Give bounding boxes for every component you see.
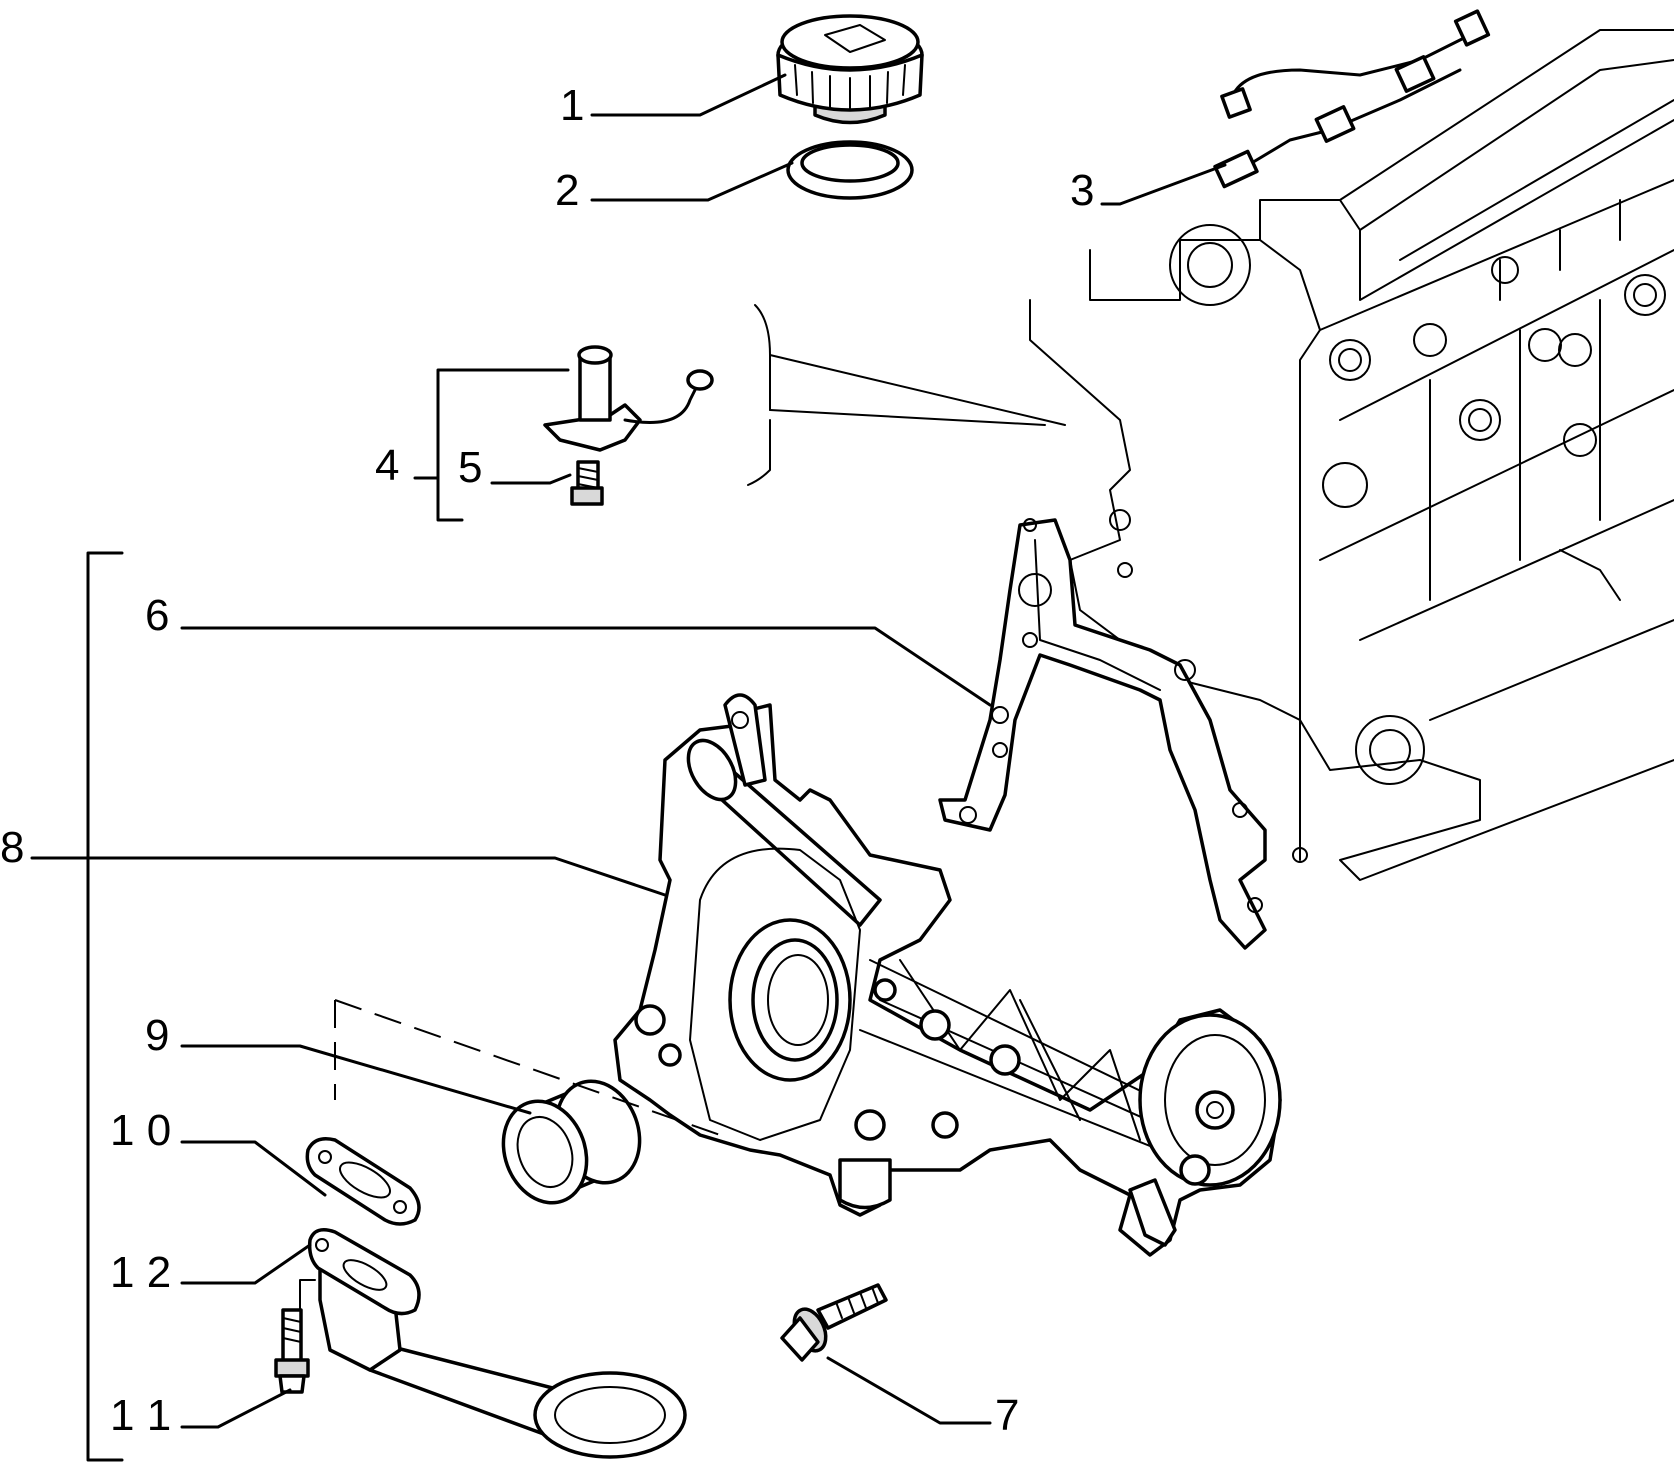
part-7-bolt [780,1283,888,1362]
callout-5: 5 [458,443,482,492]
part-10-pickup-gasket [305,1137,421,1226]
leader-lines [30,73,1227,1429]
part-3-sensor-harness [1213,9,1491,189]
engine-block [1029,29,1674,881]
part-2-seal-ring [786,140,914,200]
part-12-pickup-strainer [307,1228,687,1459]
callout-12: 1 2 [110,1248,171,1297]
callout-8: 8 [0,823,24,872]
callout-11: 1 1 [110,1391,171,1440]
bracket-group-4 [413,368,570,522]
callout-9: 9 [145,1011,169,1060]
part-1-filler-cap [776,14,924,125]
callout-4: 4 [375,441,399,490]
callout-labels: 1 2 3 4 5 6 7 8 9 1 0 1 1 1 2 [0,81,1094,1440]
part-9-oil-seal [501,1079,642,1205]
part-5-screw [570,460,604,506]
callout-2: 2 [555,166,579,215]
callout-7: 7 [995,1391,1019,1440]
callout-10: 1 0 [110,1106,171,1155]
part-6-gasket [938,518,1308,950]
guide-lines [299,304,1066,1311]
callout-1: 1 [560,81,584,130]
part-4-sensor [543,345,714,452]
bracket-group-8 [86,551,124,1462]
callout-3: 3 [1070,166,1094,215]
part-11-bolt [274,1308,310,1394]
callout-6: 6 [145,591,169,640]
part-8-oil-pump-cover [613,693,1282,1257]
